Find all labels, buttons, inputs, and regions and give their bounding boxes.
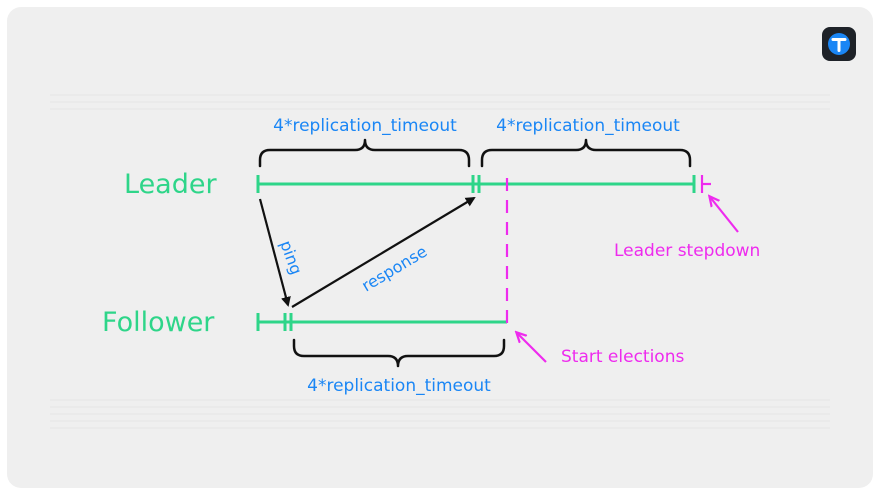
follower-timeout-brace <box>292 338 506 368</box>
leader-second-timeout-brace <box>480 138 692 168</box>
leader-timeline <box>256 175 696 193</box>
leader-label: Leader <box>124 169 217 200</box>
response-arrow <box>291 196 476 308</box>
leader-first-timeout-brace <box>258 138 471 168</box>
response-label: response <box>358 242 430 296</box>
stepdown-pointer-arrow <box>710 197 739 233</box>
ping-label: ping <box>276 238 306 277</box>
follower-timeline <box>256 313 507 331</box>
tarantool-logo-icon <box>822 27 856 61</box>
ping-arrow <box>258 198 291 307</box>
leader-stepdown-label: Leader stepdown <box>614 241 760 261</box>
diagram-card <box>7 7 873 488</box>
follower-label: Follower <box>102 307 215 338</box>
background-stripes <box>50 94 830 429</box>
leader-first-timeout-label: 4*replication_timeout <box>273 116 457 136</box>
stepdown-marker <box>700 175 711 193</box>
elections-pointer-arrow <box>517 333 547 363</box>
start-elections-label: Start elections <box>561 347 684 367</box>
leader-second-timeout-label: 4*replication_timeout <box>496 116 680 136</box>
follower-timeout-label: 4*replication_timeout <box>307 376 491 396</box>
